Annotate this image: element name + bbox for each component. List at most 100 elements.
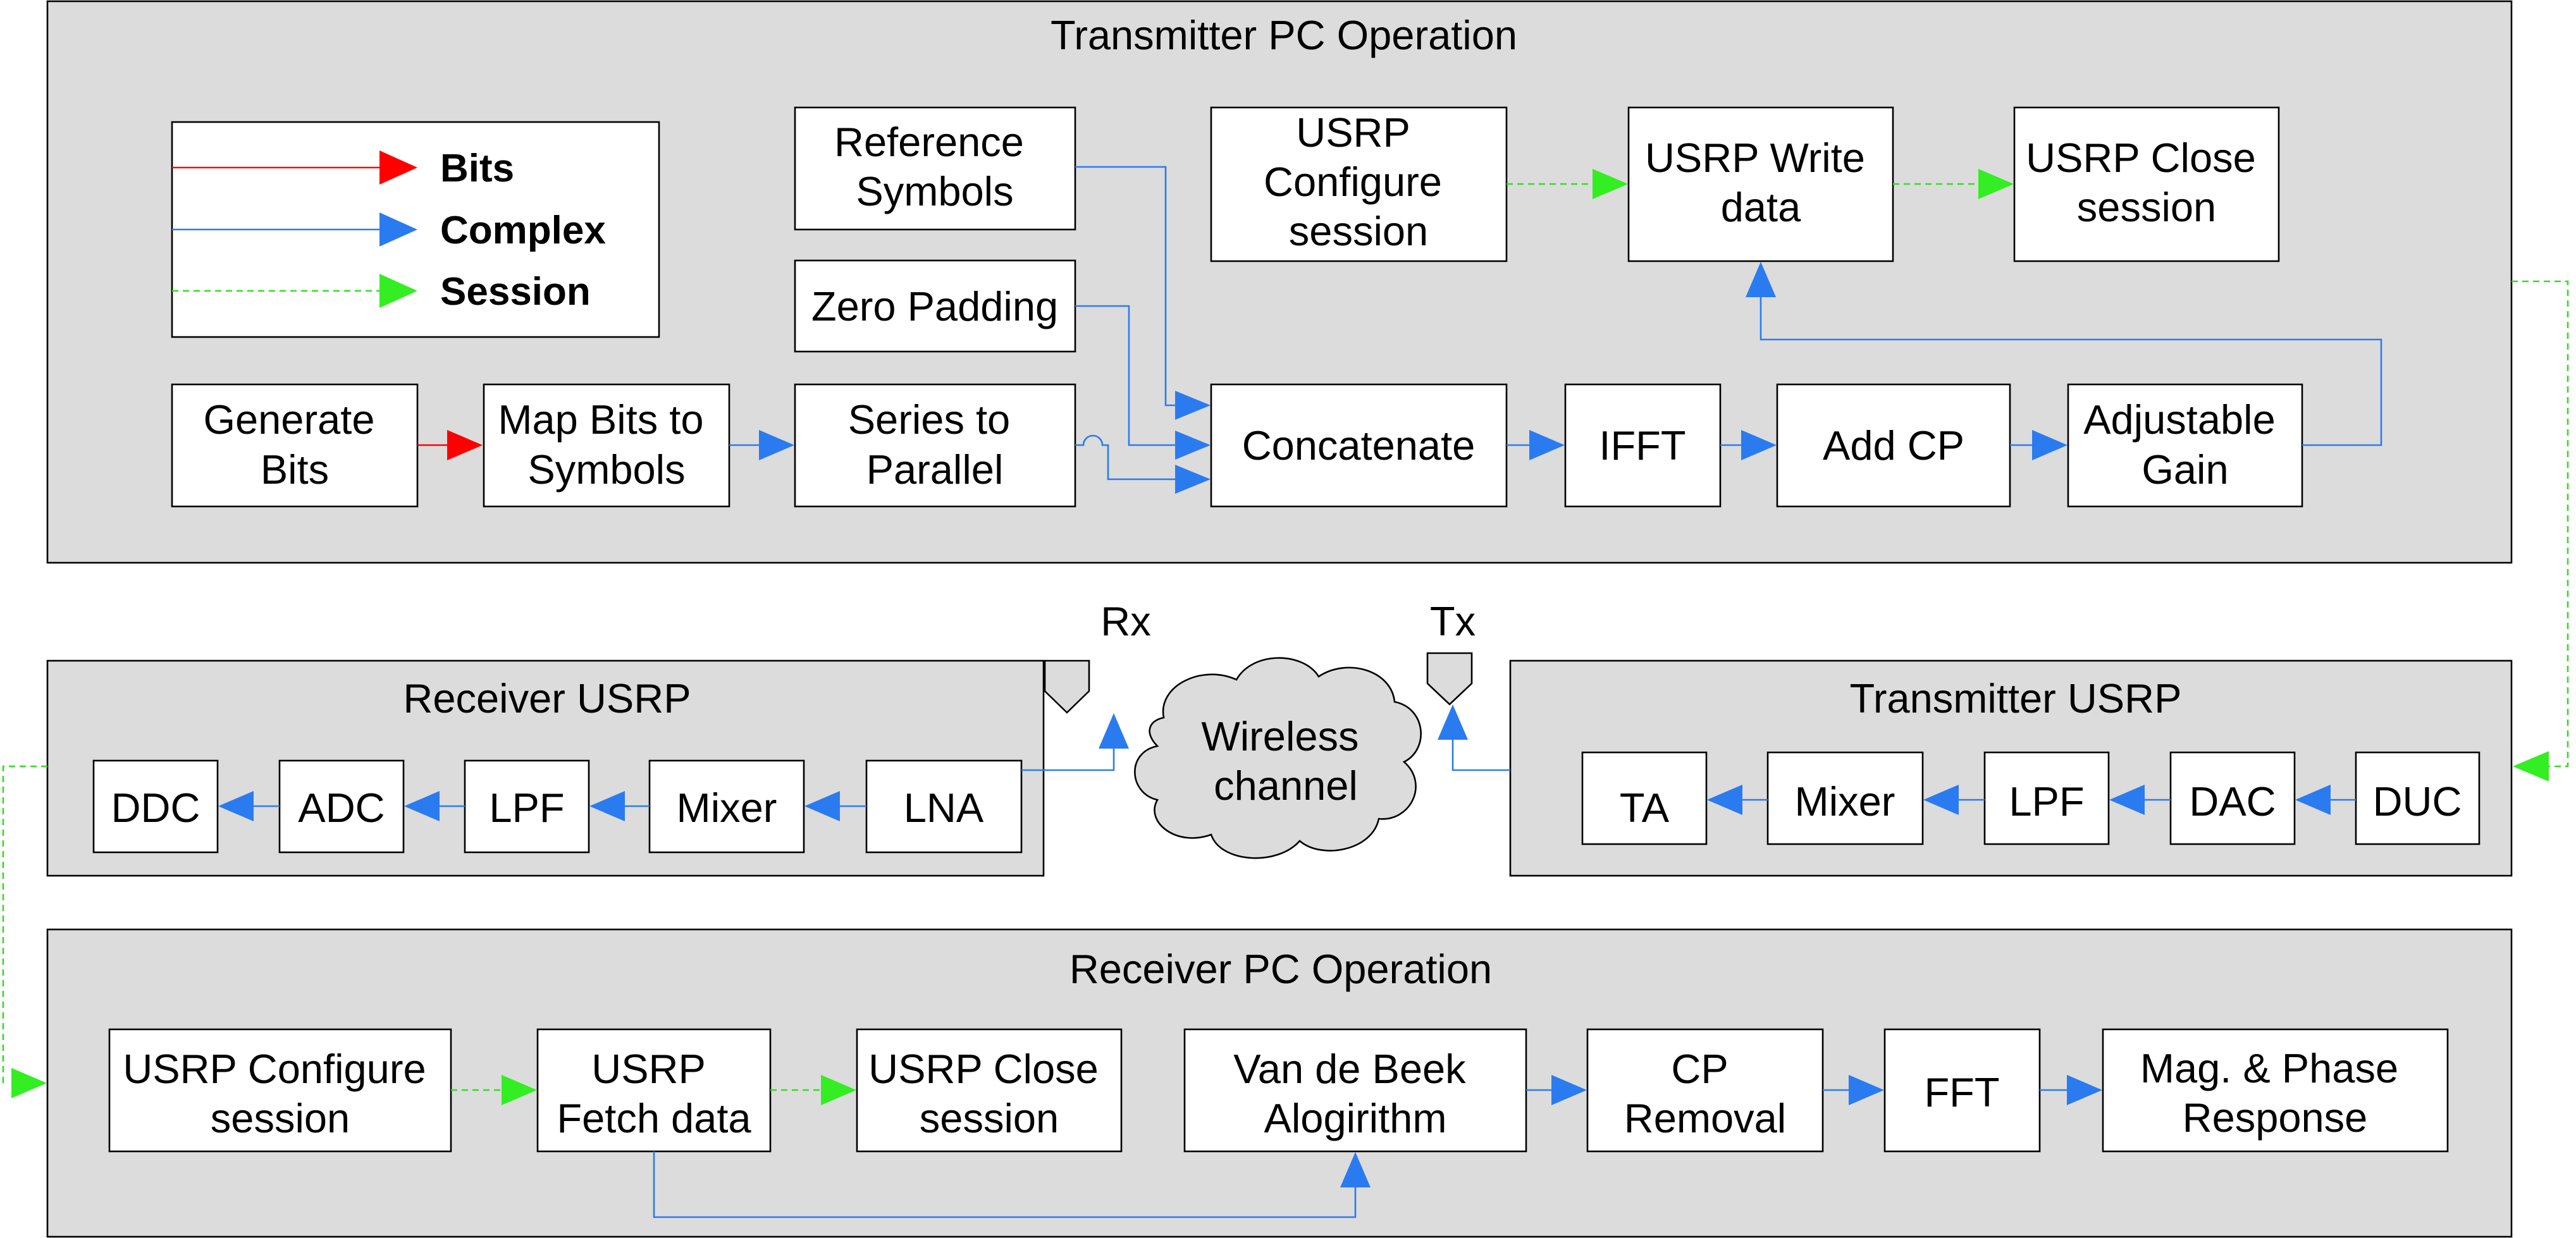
legend-bits-arrowhead — [379, 150, 417, 185]
usrp-write-line-2: data — [1721, 184, 1801, 230]
duc-block: DUC — [2355, 751, 2480, 845]
series-to-concatenate-connector — [1075, 434, 1175, 481]
rx-usrp-close-line-2: session — [920, 1095, 1059, 1141]
dac-block: DAC — [2169, 751, 2296, 845]
cp-removal-block: CP Removal — [1586, 1028, 1824, 1153]
reference-to-concatenate-connector — [1075, 166, 1175, 407]
reference-symbols-line-2: Symbols — [856, 168, 1013, 214]
svg-text:Adjustable Gain: Adjustable Gain — [2083, 396, 2287, 493]
cloud-line-1: Wireless — [1201, 713, 1359, 759]
transmitter-pc-title: Transmitter PC Operation — [1051, 12, 1517, 58]
ifft-label: IFFT — [1599, 422, 1685, 469]
rx-antenna-icon — [1044, 659, 1090, 714]
map-bits-line-1: Map Bits to — [498, 396, 703, 443]
tx-usrp-configure-line-1: USRP — [1296, 109, 1409, 156]
svg-text:Reference Symbols: Reference Symbols — [834, 119, 1035, 214]
lna-to-mixer-arrowhead — [804, 791, 840, 821]
transmitter-usrp-title: Transmitter USRP — [1850, 675, 2182, 721]
zero-padding-block: Zero Padding — [794, 259, 1076, 353]
svg-text:USRP Configure session: USRP Configure session — [123, 1046, 437, 1141]
rx-usrp-configure-line-1: USRP Configure — [123, 1046, 426, 1092]
svg-text:Map Bits to Symbols: Map Bits to Symbols — [498, 396, 715, 493]
lna-label: LNA — [904, 785, 984, 831]
generate-bits-block: Generate Bits — [171, 383, 419, 508]
reference-to-concatenate-arrowhead — [1175, 391, 1211, 420]
fetch-to-close-arrowhead — [821, 1075, 856, 1105]
generate-bits-line-1: Generate — [203, 396, 374, 443]
mag-phase-line-2: Response — [2183, 1094, 2368, 1141]
reference-symbols-line-1: Reference — [834, 119, 1024, 165]
tx-usrp-close-line-1: USRP Close — [2026, 135, 2256, 181]
adjustable-gain-line-2: Gain — [2142, 446, 2228, 493]
adc-to-ddc-arrowhead — [218, 791, 254, 821]
rx-usrp-close-line-1: USRP Close — [868, 1046, 1099, 1092]
series-parallel-line-1: Series to — [848, 396, 1011, 443]
cp-removal-to-fft-arrowhead — [1849, 1075, 1884, 1105]
tx-antenna-icon — [1426, 652, 1473, 706]
cloud-line-2: channel — [1214, 763, 1358, 809]
rx-antenna-label: Rx — [1100, 598, 1150, 644]
usrp-fetch-data-block: USRP Fetch data — [536, 1028, 772, 1153]
map-bits-to-symbols-block: Map Bits to Symbols — [483, 383, 730, 508]
tx-usrp-close-line-2: session — [2077, 184, 2216, 230]
cp-removal-line-2: Removal — [1624, 1095, 1786, 1141]
gain-to-usrp-write-connector — [1759, 297, 2382, 446]
rx-configure-to-fetch-arrowhead — [502, 1075, 537, 1105]
rx-usrp-close-session-block: USRP Close session — [856, 1028, 1123, 1153]
legend-session-arrowhead — [379, 274, 417, 308]
tx-lpf-block: LPF — [1983, 751, 2110, 845]
rx-mixer-block: Mixer — [648, 759, 805, 854]
rx-lpf-label: LPF — [489, 785, 564, 831]
mag-phase-line-1: Mag. & Phase — [2140, 1045, 2398, 1091]
fetch-to-van-de-beek-arrowhead — [1340, 1152, 1371, 1187]
ddc-label: DDC — [111, 785, 200, 831]
addcp-to-gain-arrowhead — [2032, 430, 2068, 460]
tx-usrp-configure-line-3: session — [1289, 208, 1428, 254]
mag-phase-response-block: Mag. & Phase Response — [2102, 1028, 2449, 1153]
series-parallel-line-2: Parallel — [866, 446, 1004, 493]
dac-to-lpf-arrowhead — [2109, 785, 2145, 815]
receiver-pc-title: Receiver PC Operation — [1069, 946, 1492, 992]
zero-padding-to-concatenate-connector — [1075, 305, 1175, 446]
ddc-block: DDC — [92, 759, 219, 854]
rxusrp-to-rxpc-session-arrowhead — [11, 1068, 47, 1098]
ta-label: TA — [1620, 785, 1670, 831]
rxusrp-to-rxpc-session-connector — [0, 765, 47, 1084]
svg-text:Generate Bits: Generate Bits — [203, 396, 386, 493]
fft-label: FFT — [1924, 1069, 1999, 1115]
adc-label: ADC — [298, 785, 385, 831]
usrp-configure-session-block: USRP Configure session — [1210, 106, 1508, 262]
add-cp-block: Add CP — [1776, 383, 2011, 508]
tx-mixer-block: Mixer — [1766, 751, 1924, 845]
duc-to-dac-arrowhead — [2295, 785, 2331, 815]
usrp-write-data-block: USRP Write data — [1627, 106, 1894, 262]
svg-text:USRP Fetch data: USRP Fetch data — [557, 1046, 751, 1141]
tx-antenna-label: Tx — [1430, 598, 1476, 644]
zero-padding-label: Zero Padding — [811, 283, 1058, 329]
series-to-concatenate-arrowhead — [1175, 465, 1211, 494]
lna-block: LNA — [865, 759, 1023, 854]
mixer-to-lpf-arrowhead — [589, 791, 625, 821]
legend-complex-arrowhead — [379, 212, 417, 247]
svg-text:USRP Configure ses: USRP Configure session — [1264, 109, 1453, 254]
van-de-beek-block: Van de Beek Alogirithm — [1183, 1028, 1527, 1153]
rx-antenna-arrowhead — [1099, 713, 1129, 749]
svg-text:Van de Beek Alogirithm: Van de Beek Alogirithm — [1233, 1046, 1477, 1141]
generate-bits-line-2: Bits — [261, 446, 329, 493]
lpf-to-adc-arrowhead — [404, 791, 440, 821]
zero-padding-to-concatenate-arrowhead — [1175, 431, 1211, 460]
rx-usrp-configure-session-block: USRP Configure session — [108, 1028, 452, 1153]
adjustable-gain-line-1: Adjustable — [2083, 396, 2276, 443]
ifft-block: IFFT — [1564, 383, 1722, 508]
svg-text:Mag. & Phase Response: Mag. & Phase Response — [2140, 1045, 2410, 1141]
add-cp-label: Add CP — [1823, 422, 1964, 469]
dac-label: DAC — [2189, 778, 2276, 824]
ifft-to-addcp-arrowhead — [1741, 430, 1777, 460]
lpf-to-mixer-arrowhead — [1923, 785, 1959, 815]
txpc-to-txusrp-session-arrowhead — [2513, 751, 2549, 781]
ta-to-tx-antenna-connector — [1451, 740, 1510, 771]
usrp-fetch-line-2: Fetch data — [557, 1095, 751, 1141]
mixer-to-ta-arrowhead — [1707, 785, 1742, 815]
concatenate-to-ifft-arrowhead — [1529, 430, 1565, 460]
